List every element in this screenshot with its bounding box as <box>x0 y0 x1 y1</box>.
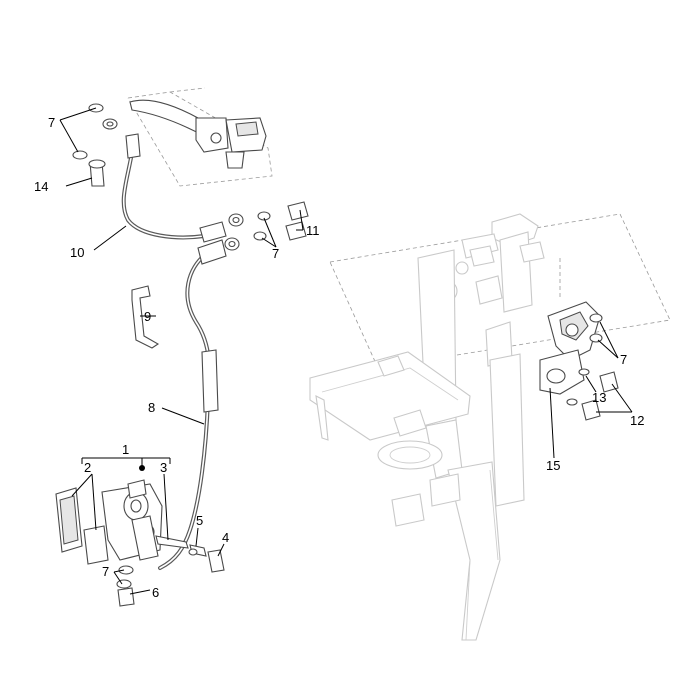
callout-2: 2 <box>84 460 91 475</box>
callout-10: 10 <box>70 245 84 260</box>
callout-13: 13 <box>592 390 606 405</box>
caliper-assembly <box>55 465 225 607</box>
callout-11: 11 <box>306 223 320 238</box>
brake-hose-upper <box>102 118 244 243</box>
callout-1: 1 <box>122 442 129 457</box>
callout-7-upper-left: 7 <box>48 115 55 130</box>
brake-hose-long <box>158 237 240 570</box>
callout-5: 5 <box>196 513 203 528</box>
leader-lines <box>59 107 633 595</box>
master-cylinder-lever <box>129 99 267 169</box>
callout-7-lower: 7 <box>102 564 109 579</box>
callout-8: 8 <box>148 400 155 415</box>
right-bracket-assembly <box>539 301 619 421</box>
ghost-frame-fork <box>127 87 671 641</box>
callout-14: 14 <box>34 179 48 194</box>
callout-labels: 7 14 10 11 7 9 8 1 2 3 5 4 7 6 7 13 12 1… <box>34 115 644 600</box>
callout-3: 3 <box>160 460 167 475</box>
callout-12: 12 <box>630 413 644 428</box>
hose-clip <box>131 285 160 349</box>
washers-bolts-upper <box>72 103 309 241</box>
callout-6: 6 <box>152 585 159 600</box>
callout-4: 4 <box>222 530 229 545</box>
callout-9: 9 <box>144 309 151 324</box>
callout-15: 15 <box>546 458 560 473</box>
callout-7-upper-right: 7 <box>272 246 279 261</box>
callout-7-right: 7 <box>620 352 627 367</box>
